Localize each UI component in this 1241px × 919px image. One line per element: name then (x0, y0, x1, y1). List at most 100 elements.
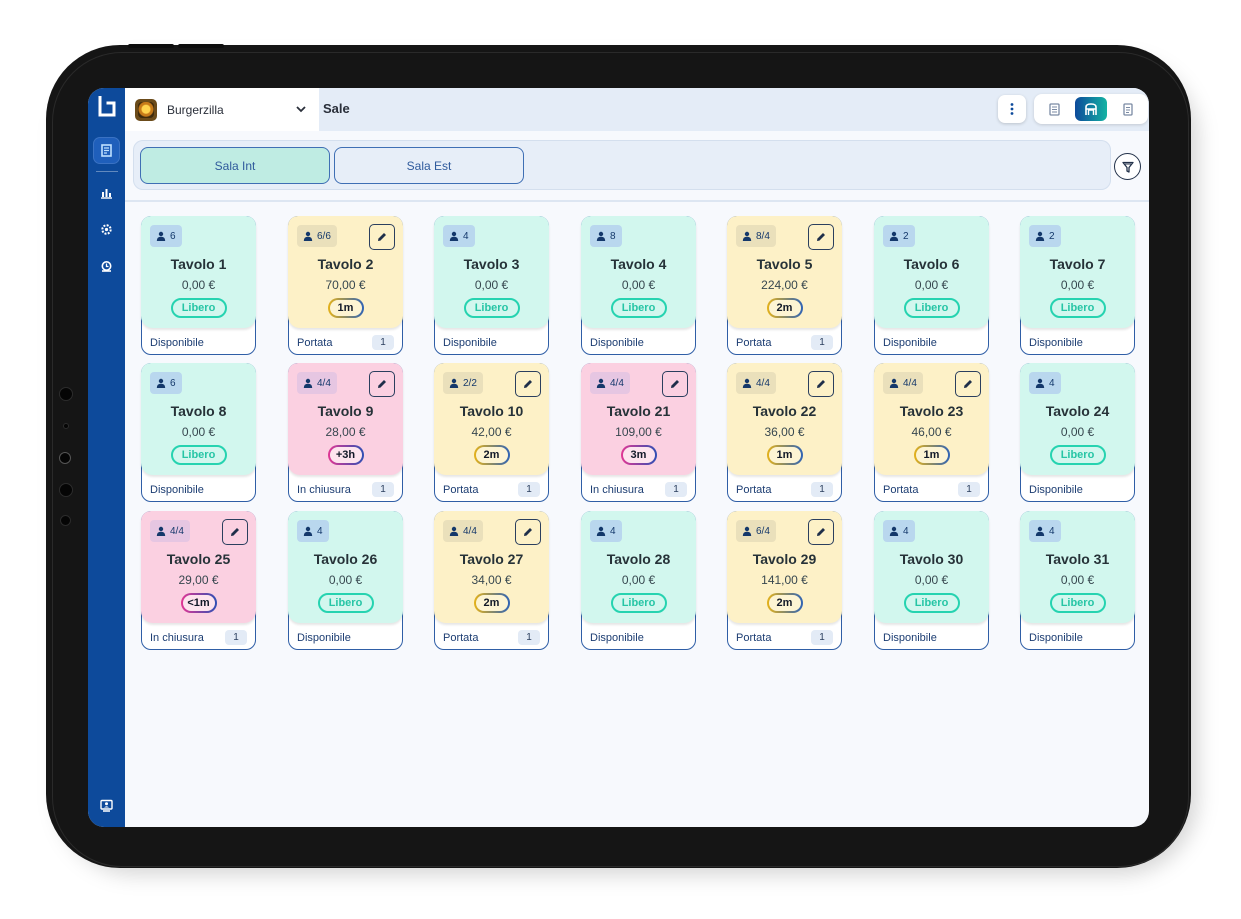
covers-count: 6 (170, 377, 176, 389)
table-status: Portata (736, 337, 772, 349)
covers-count: 4 (903, 525, 909, 537)
status-badge: Libero (610, 298, 667, 318)
table-status: Disponibile (150, 484, 204, 496)
covers-count: 2/2 (463, 377, 477, 389)
rooms-bar: Sala Int Sala Est (133, 140, 1111, 190)
sidebar-item-support[interactable] (93, 253, 120, 280)
edit-table-button[interactable] (662, 371, 688, 397)
timer-badge: 3m (621, 445, 657, 465)
timer-badge: 1m (328, 298, 364, 318)
table-status: Disponibile (1029, 484, 1083, 496)
pencil-icon (378, 380, 386, 388)
table-amount: 0,00 € (181, 278, 216, 292)
covers-badge: 4/4 (443, 520, 483, 542)
document-view-button[interactable] (1112, 97, 1144, 121)
courses-count: 1 (665, 482, 687, 497)
sidebar-item-orders[interactable] (93, 137, 120, 164)
table-name: Tavolo 4 (610, 256, 667, 272)
table-layout-view-button[interactable] (1075, 97, 1107, 121)
receipt-icon (101, 144, 112, 157)
table-amount: 0,00 € (914, 573, 949, 587)
app-logo-icon[interactable] (97, 95, 117, 118)
pencil-icon (964, 380, 972, 388)
filter-button[interactable] (1114, 153, 1141, 180)
chevron-down-icon (296, 106, 306, 113)
table-status: Portata (736, 632, 772, 644)
person-icon (742, 231, 752, 241)
table-status: Portata (736, 484, 772, 496)
edit-table-button[interactable] (808, 519, 834, 545)
view-switcher (1034, 94, 1148, 124)
timer-badge: 2m (767, 593, 803, 613)
room-tab-sala-est[interactable]: Sala Est (334, 147, 524, 184)
edit-table-button[interactable] (369, 224, 395, 250)
edit-table-button[interactable] (222, 519, 248, 545)
table-name: Tavolo 7 (1049, 256, 1106, 272)
person-icon (1035, 378, 1045, 388)
covers-count: 4/4 (610, 377, 624, 389)
table-name: Tavolo 1 (170, 256, 227, 272)
sidebar-item-account[interactable] (93, 792, 120, 819)
covers-badge: 6/4 (736, 520, 776, 542)
table-amount: 34,00 € (471, 573, 512, 587)
covers-badge: 2/2 (443, 372, 483, 394)
covers-count: 4/4 (903, 377, 917, 389)
edit-table-button[interactable] (515, 519, 541, 545)
edit-table-button[interactable] (369, 371, 395, 397)
covers-badge: 6 (150, 225, 182, 247)
covers-count: 4 (317, 525, 323, 537)
sidebar-item-stats[interactable] (93, 179, 120, 206)
pencil-icon (524, 528, 532, 536)
covers-count: 4 (1049, 525, 1055, 537)
list-view-button[interactable] (1038, 97, 1070, 121)
table-name: Tavolo 22 (752, 403, 817, 419)
covers-count: 8 (610, 230, 616, 242)
edit-table-button[interactable] (955, 371, 981, 397)
pencil-icon (817, 528, 825, 536)
table-amount: 28,00 € (325, 425, 366, 439)
sidebar-item-settings[interactable] (93, 216, 120, 243)
store-selector[interactable]: Burgerzilla (125, 88, 319, 131)
sensor-dot (59, 483, 73, 497)
edit-table-button[interactable] (515, 371, 541, 397)
pencil-icon (378, 233, 386, 241)
person-icon (449, 378, 459, 388)
more-menu-button[interactable] (998, 95, 1026, 123)
person-icon (596, 526, 606, 536)
room-tab-sala-int[interactable]: Sala Int (140, 147, 330, 184)
camera-icon (59, 452, 71, 464)
covers-badge: 6 (150, 372, 182, 394)
edit-table-button[interactable] (808, 371, 834, 397)
edit-table-button[interactable] (808, 224, 834, 250)
person-icon (1035, 231, 1045, 241)
